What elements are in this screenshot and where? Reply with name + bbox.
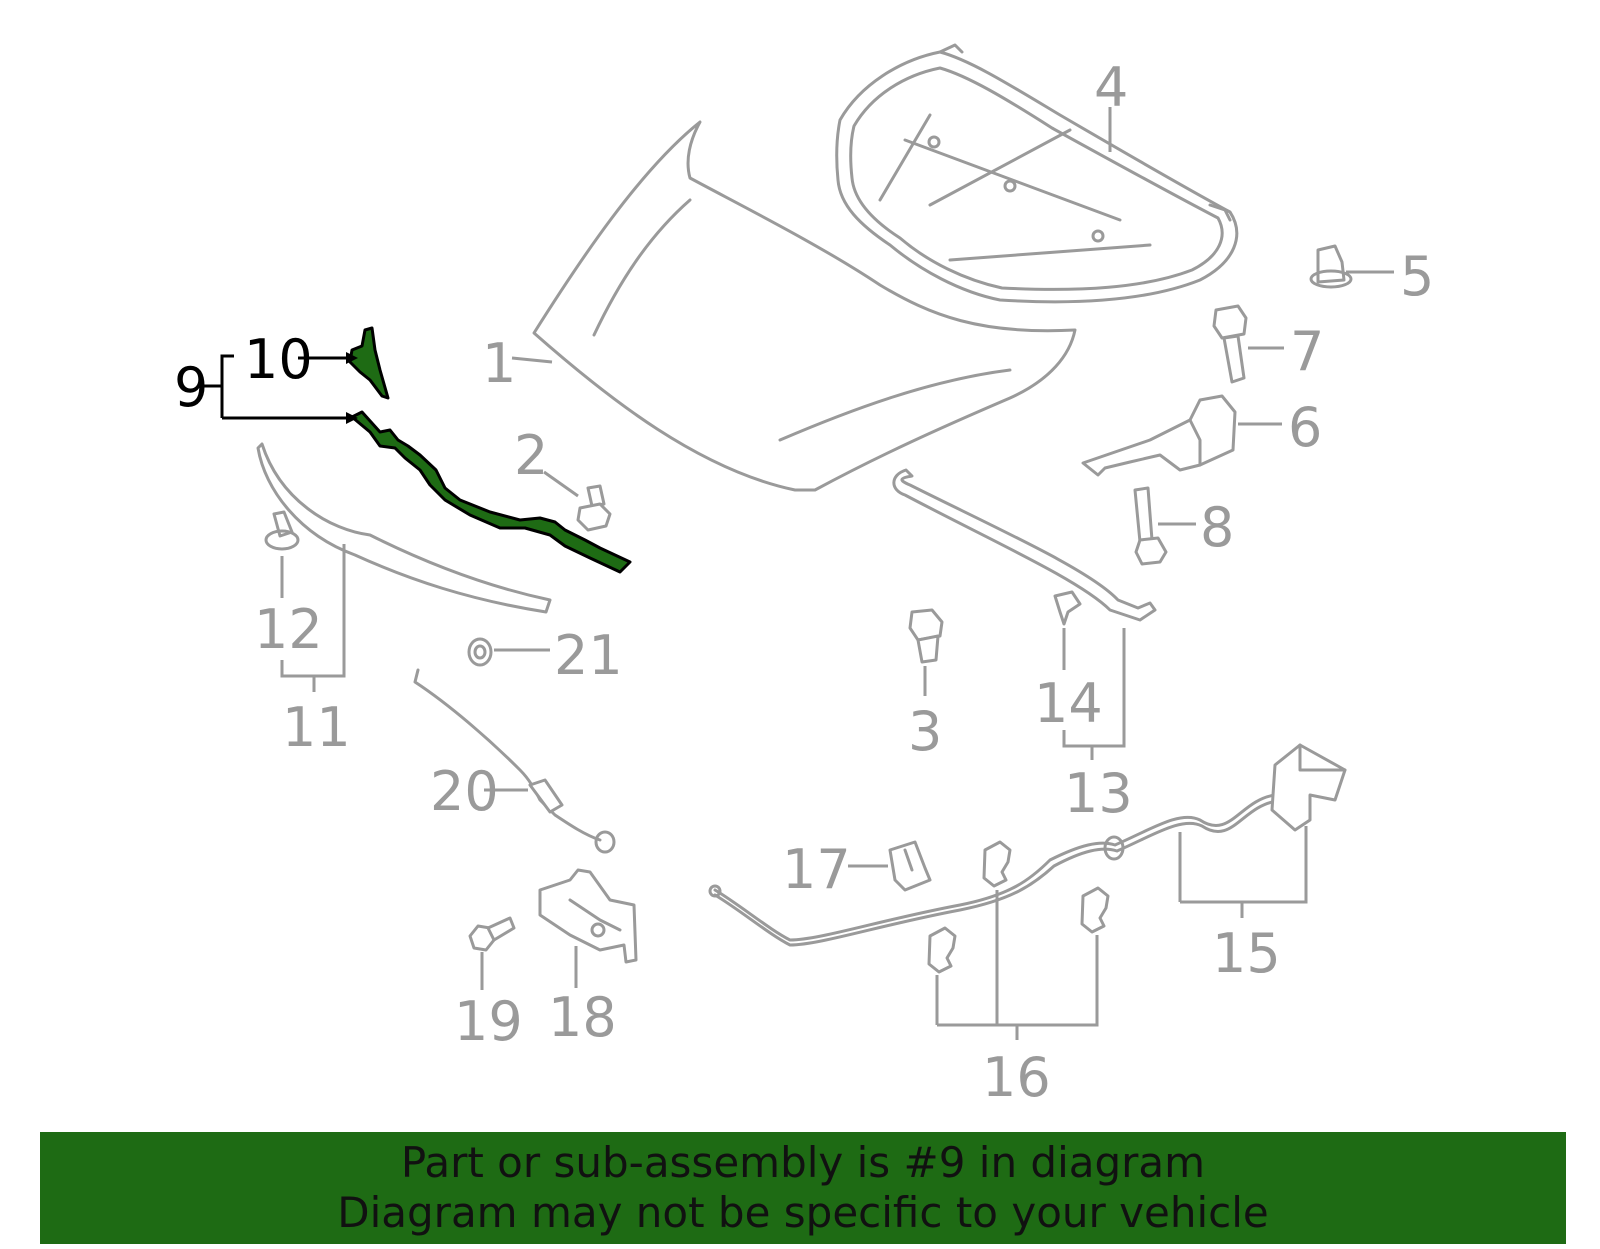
part-13-support-rod [892, 468, 1157, 626]
part-1-hood [532, 120, 1077, 492]
part-21-nut [467, 637, 493, 667]
part-16-clips [927, 840, 1110, 974]
part-12-clip [264, 510, 300, 551]
part-18-latch [538, 868, 638, 964]
callout-1: 1 [482, 332, 516, 395]
callout-8: 8 [1200, 496, 1234, 559]
callout-13: 13 [1064, 762, 1133, 825]
part-11-seal [256, 442, 552, 614]
callout-19: 19 [454, 990, 523, 1053]
leader-lines-highlighted [204, 352, 358, 424]
callout-12: 12 [254, 598, 323, 661]
callout-3: 3 [908, 700, 942, 763]
callout-15: 15 [1212, 922, 1281, 985]
callout-5: 5 [1400, 245, 1434, 308]
part-10-highlighted-clip [348, 326, 390, 400]
part-7-bolt [1212, 304, 1248, 384]
callout-9: 9 [174, 356, 208, 419]
callout-18: 18 [548, 986, 617, 1049]
leader-lines [280, 107, 1394, 1040]
callout-10: 10 [244, 328, 313, 391]
part-5-clip [1309, 244, 1353, 289]
parts-diagram: 1 2 3 4 5 6 7 8 9 10 11 12 13 14 15 16 1… [174, 43, 1434, 1109]
part-8-bolt [1133, 486, 1168, 566]
callout-16: 16 [982, 1046, 1051, 1109]
callout-labels: 1 2 3 4 5 6 7 8 9 10 11 12 13 14 15 16 1… [174, 56, 1434, 1109]
part-20-cable [413, 668, 616, 854]
callout-7: 7 [1290, 320, 1324, 383]
part-19-bolt [468, 916, 516, 952]
callout-20: 20 [430, 760, 499, 823]
part-6-hinge [1081, 394, 1237, 477]
part-15-release-cable [708, 743, 1347, 947]
callout-2: 2 [514, 424, 548, 487]
info-banner: Part or sub-assembly is #9 in diagram Di… [40, 1132, 1566, 1244]
banner-line-1: Part or sub-assembly is #9 in diagram [400, 1138, 1206, 1187]
callout-4: 4 [1094, 56, 1128, 119]
callout-14: 14 [1034, 672, 1103, 735]
part-4-hood-insulator [835, 43, 1239, 304]
callout-11: 11 [282, 696, 351, 759]
callout-6: 6 [1288, 396, 1322, 459]
callout-21: 21 [554, 624, 623, 687]
part-2-bumper [576, 484, 612, 532]
part-9-highlighted-seal [350, 410, 632, 574]
banner-line-2: Diagram may not be specific to your vehi… [337, 1188, 1269, 1237]
callout-17: 17 [782, 838, 851, 901]
part-17-clip [888, 840, 932, 892]
part-3-bolt [908, 608, 944, 664]
